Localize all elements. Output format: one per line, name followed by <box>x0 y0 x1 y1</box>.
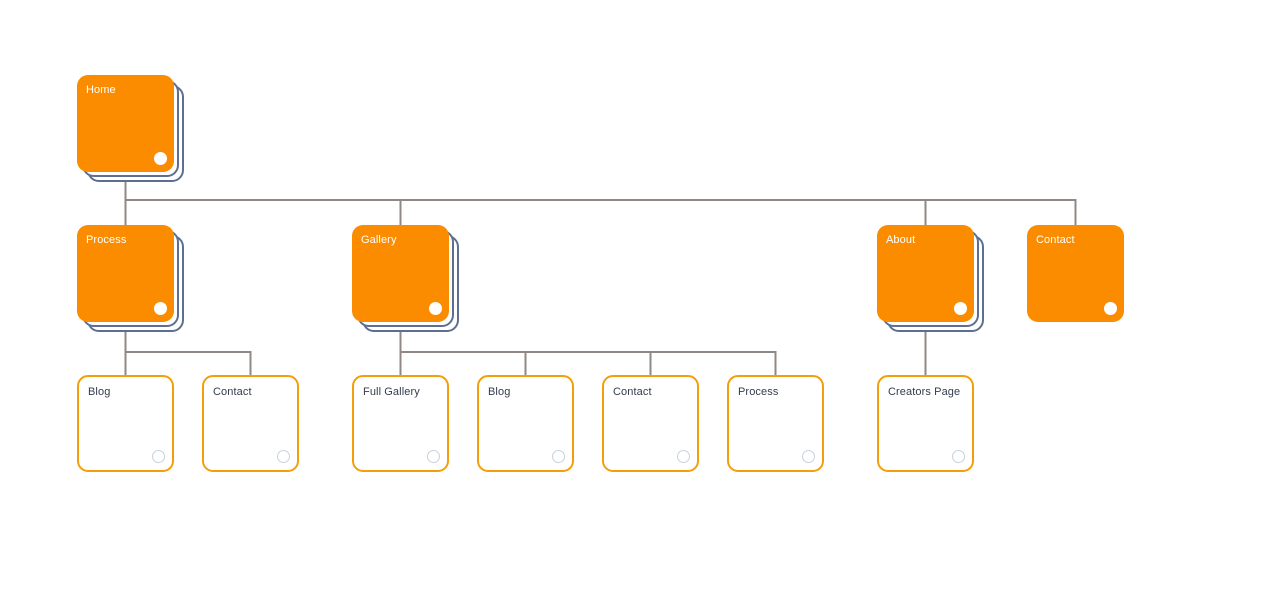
connector-line <box>124 172 1077 225</box>
sitemap-node-contact-top[interactable]: Contact <box>1027 225 1124 322</box>
connector-handle[interactable] <box>427 450 440 463</box>
node-label: Full Gallery <box>363 386 420 398</box>
connector-handle[interactable] <box>952 450 965 463</box>
connector-handle[interactable] <box>677 450 690 463</box>
node-card[interactable]: Contact <box>602 375 699 472</box>
connector-line <box>124 322 252 375</box>
node-card[interactable]: Blog <box>77 375 174 472</box>
node-card[interactable]: Contact <box>202 375 299 472</box>
sitemap-node-process-2[interactable]: Process <box>727 375 824 472</box>
node-card[interactable]: Process <box>727 375 824 472</box>
connector-line <box>399 322 777 375</box>
node-label: About <box>886 234 916 246</box>
connector-handle[interactable] <box>154 152 167 165</box>
sitemap-node-full-gallery[interactable]: Full Gallery <box>352 375 449 472</box>
node-label: Creators Page <box>888 386 961 398</box>
node-label: Process <box>86 234 127 246</box>
node-label: Blog <box>88 386 111 398</box>
node-card[interactable]: Creators Page <box>877 375 974 472</box>
node-label: Gallery <box>361 234 397 246</box>
sitemap-node-blog-1[interactable]: Blog <box>77 375 174 472</box>
connector-handle[interactable] <box>277 450 290 463</box>
node-label: Blog <box>488 386 511 398</box>
node-card[interactable]: Contact <box>1027 225 1124 322</box>
connector-handle[interactable] <box>429 302 442 315</box>
node-label: Contact <box>613 386 652 398</box>
sitemap-node-gallery[interactable]: Gallery <box>352 225 459 332</box>
sitemap-node-blog-2[interactable]: Blog <box>477 375 574 472</box>
connector-handle[interactable] <box>154 302 167 315</box>
node-label: Contact <box>1036 234 1075 246</box>
sitemap-node-process[interactable]: Process <box>77 225 184 332</box>
sitemap-node-contact-1[interactable]: Contact <box>202 375 299 472</box>
sitemap-node-about[interactable]: About <box>877 225 984 332</box>
node-card[interactable]: Gallery <box>352 225 449 322</box>
node-card[interactable]: Blog <box>477 375 574 472</box>
connector-handle[interactable] <box>954 302 967 315</box>
connector-handle[interactable] <box>802 450 815 463</box>
node-label: Home <box>86 84 116 96</box>
connector-line <box>124 172 927 225</box>
node-label: Process <box>738 386 779 398</box>
sitemap-node-home[interactable]: Home <box>77 75 184 182</box>
sitemap-node-contact-2[interactable]: Contact <box>602 375 699 472</box>
connector-handle[interactable] <box>152 450 165 463</box>
node-card[interactable]: Process <box>77 225 174 322</box>
node-label: Contact <box>213 386 252 398</box>
connector-handle[interactable] <box>552 450 565 463</box>
sitemap-node-creators-page[interactable]: Creators Page <box>877 375 974 472</box>
node-card[interactable]: Full Gallery <box>352 375 449 472</box>
node-card[interactable]: About <box>877 225 974 322</box>
node-card[interactable]: Home <box>77 75 174 172</box>
connector-handle[interactable] <box>1104 302 1117 315</box>
